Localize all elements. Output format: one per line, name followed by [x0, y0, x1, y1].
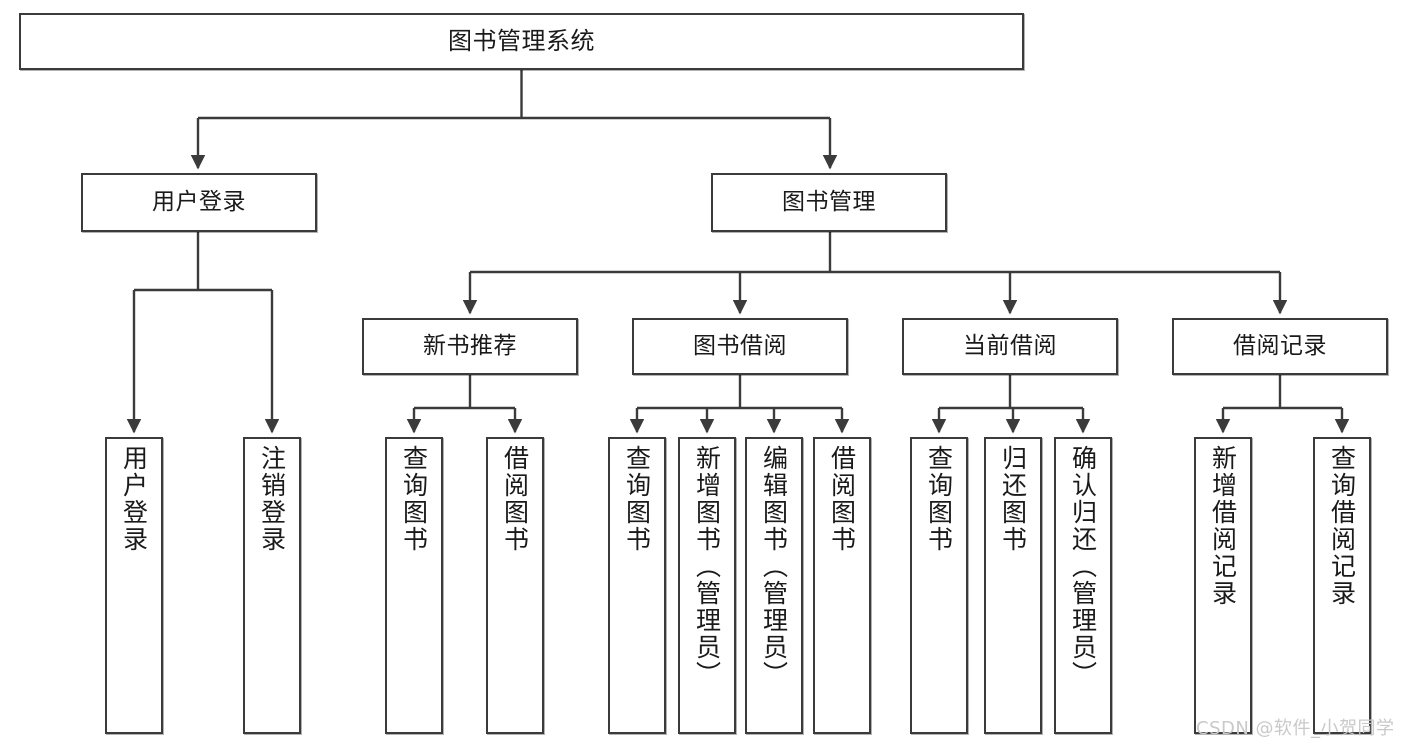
- node-leaf-query-borrow-record[interactable]: 查询借阅记录: [1313, 437, 1371, 734]
- node-leaf-query-book-3[interactable]: 查询图书: [910, 437, 968, 734]
- node-leaf-add-book-admin-label: 新增图书（管理员）: [692, 445, 722, 688]
- node-new-book-recommend-label: 新书推荐: [423, 332, 517, 359]
- node-book-manage-label: 图书管理: [782, 188, 876, 215]
- node-borrow-record[interactable]: 借阅记录: [1172, 318, 1388, 375]
- node-root-label: 图书管理系统: [448, 27, 595, 56]
- node-borrow-record-label: 借阅记录: [1233, 332, 1327, 359]
- node-leaf-add-borrow-record-label: 新增借阅记录: [1208, 445, 1238, 607]
- node-current-borrow[interactable]: 当前借阅: [902, 318, 1118, 375]
- node-user-login-label: 用户登录: [152, 188, 246, 215]
- node-new-book-recommend[interactable]: 新书推荐: [362, 318, 578, 375]
- node-leaf-user-login[interactable]: 用户登录: [105, 437, 163, 734]
- node-leaf-return-book-label: 归还图书: [998, 445, 1028, 553]
- node-leaf-logout-label: 注销登录: [257, 445, 287, 553]
- node-book-manage[interactable]: 图书管理: [711, 173, 947, 232]
- node-book-borrow-label: 图书借阅: [693, 332, 787, 359]
- node-leaf-return-book[interactable]: 归还图书: [984, 437, 1042, 734]
- node-leaf-query-borrow-record-label: 查询借阅记录: [1327, 445, 1357, 607]
- node-leaf-edit-book-admin[interactable]: 编辑图书（管理员）: [745, 437, 803, 734]
- node-leaf-borrow-book-2[interactable]: 借阅图书: [813, 437, 871, 734]
- node-leaf-query-book-1-label: 查询图书: [399, 445, 429, 553]
- node-leaf-query-book-2-label: 查询图书: [622, 445, 652, 553]
- node-leaf-logout[interactable]: 注销登录: [243, 437, 301, 734]
- node-leaf-confirm-return-admin[interactable]: 确认归还（管理员）: [1054, 437, 1112, 734]
- node-leaf-query-book-2[interactable]: 查询图书: [608, 437, 666, 734]
- node-leaf-add-borrow-record[interactable]: 新增借阅记录: [1194, 437, 1252, 734]
- node-leaf-add-book-admin[interactable]: 新增图书（管理员）: [678, 437, 736, 734]
- node-leaf-borrow-book-1[interactable]: 借阅图书: [486, 437, 544, 734]
- node-leaf-borrow-book-1-label: 借阅图书: [500, 445, 530, 553]
- node-root[interactable]: 图书管理系统: [19, 13, 1024, 70]
- node-current-borrow-label: 当前借阅: [963, 332, 1057, 359]
- node-book-borrow[interactable]: 图书借阅: [632, 318, 848, 375]
- node-user-login[interactable]: 用户登录: [81, 173, 317, 232]
- node-leaf-query-book-1[interactable]: 查询图书: [385, 437, 443, 734]
- node-leaf-confirm-return-admin-label: 确认归还（管理员）: [1068, 445, 1098, 688]
- node-leaf-borrow-book-2-label: 借阅图书: [827, 445, 857, 553]
- node-leaf-query-book-3-label: 查询图书: [924, 445, 954, 553]
- node-leaf-edit-book-admin-label: 编辑图书（管理员）: [759, 445, 789, 688]
- csdn-watermark: CSDN @软件_小贺同学: [1196, 718, 1395, 739]
- node-leaf-user-login-label: 用户登录: [119, 445, 149, 553]
